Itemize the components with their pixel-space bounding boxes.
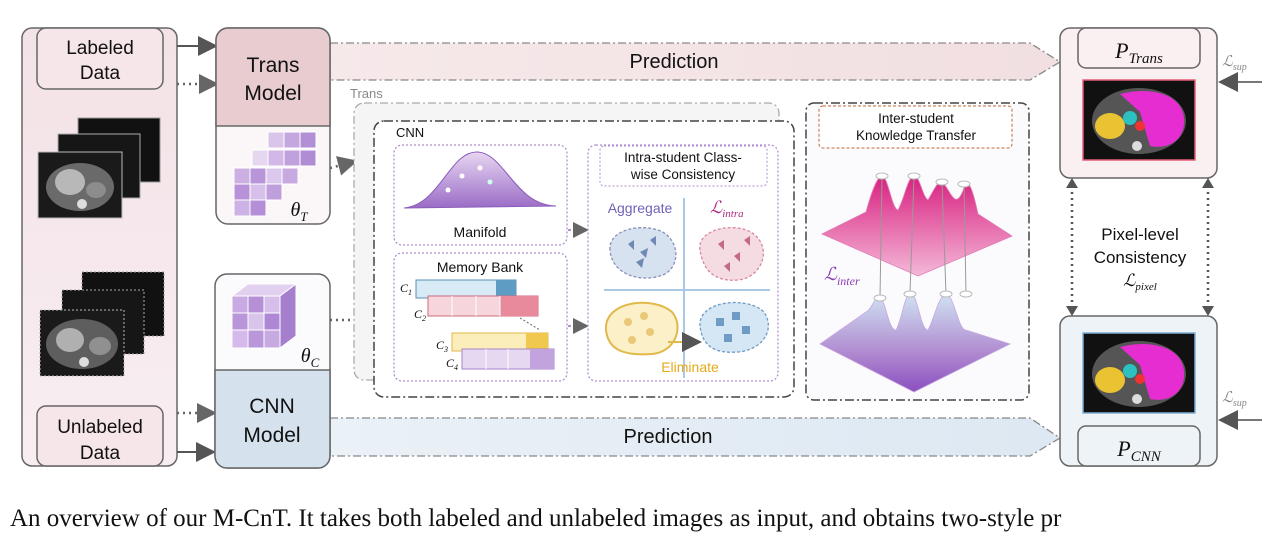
output-trans-panel: PTrans — [1059, 27, 1218, 179]
inter-title-2: Knowledge Transfer — [856, 128, 977, 143]
aggregate-label: Aggregate — [608, 200, 673, 216]
pixel-label-2: Consistency — [1094, 248, 1187, 267]
pixel-label-1: Pixel-level — [1101, 225, 1178, 244]
cnn-model: CNN Model θC — [214, 273, 331, 469]
prediction-arrow-bottom: Prediction — [329, 417, 1062, 457]
l-sup-label-bottom: ℒsup — [1222, 390, 1247, 409]
trans-prediction-image — [1082, 79, 1196, 161]
pixel-consistency: Pixel-level Consistency ℒpixel — [1066, 178, 1214, 316]
inter-title-1: Inter-student — [878, 111, 954, 126]
trans-group-label: Trans — [350, 86, 383, 101]
prediction-label-top: Prediction — [630, 51, 719, 73]
unlabeled-ct-images — [39, 271, 165, 377]
unlabeled-data-label-2: Data — [80, 443, 121, 464]
theta-t-label: θT — [290, 199, 308, 224]
labeled-data-label-1: Labeled — [66, 38, 134, 59]
memory-bank-label: Memory Bank — [437, 259, 524, 275]
p-trans-label: PTrans — [1114, 38, 1163, 67]
output-cnn-panel: PCNN — [1059, 315, 1218, 467]
trans-model: Trans Model θT — [215, 27, 331, 225]
cnn-group-label: CNN — [396, 125, 424, 140]
cnn-model-label-1: CNN — [249, 395, 295, 418]
intra-title-1: Intra-student Class- — [624, 150, 742, 165]
p-cnn-label: PCNN — [1116, 436, 1161, 465]
unlabeled-data-label-1: Unlabeled — [57, 417, 143, 438]
sup-arrow-top: ℒsup — [1218, 54, 1262, 92]
memory-bank-box: Memory Bank C1 C2 C3 C4 — [393, 252, 568, 382]
intra-title-2: wise Consistency — [630, 167, 736, 182]
figure-caption: An overview of our M-CnT. It takes both … — [10, 505, 1062, 532]
l-intra-label: ℒintra — [710, 198, 744, 220]
cnn-model-label-2: Model — [243, 424, 300, 447]
architecture-diagram: Labeled Data Unlabeled Data — [21, 27, 1262, 469]
labeled-data-label-2: Data — [80, 63, 121, 84]
trans-model-label-2: Model — [244, 82, 301, 105]
c2-label: C2 — [414, 307, 426, 323]
c3-label: C3 — [436, 338, 448, 354]
eliminate-label: Eliminate — [661, 359, 719, 375]
memory-bank-queues — [415, 279, 555, 370]
cnn-parameter-cube — [230, 283, 298, 349]
labeled-data-box — [36, 27, 164, 90]
intra-student-box: Intra-student Class- wise Consistency Ag… — [587, 144, 779, 382]
input-arrows — [177, 36, 219, 462]
manifold-box: Manifold — [393, 144, 568, 246]
l-inter-label: ℒinter — [824, 264, 860, 288]
trans-model-label-1: Trans — [247, 54, 300, 77]
manifold-label: Manifold — [454, 224, 507, 240]
trans-parameter-blocks — [233, 131, 317, 217]
prediction-label-bottom: Prediction — [624, 426, 713, 448]
c4-label: C4 — [446, 356, 458, 372]
input-panel: Labeled Data Unlabeled Data — [21, 27, 178, 467]
sup-arrow-bottom: ℒsup — [1218, 390, 1262, 430]
cnn-prediction-image — [1082, 332, 1196, 414]
theta-c-label: θC — [301, 345, 320, 370]
inter-student-box: Inter-student Knowledge Transfer ℒinter — [805, 102, 1030, 401]
l-sup-label-top: ℒsup — [1222, 54, 1247, 73]
trans-to-module-arrow — [329, 156, 358, 176]
labeled-ct-images — [37, 117, 161, 219]
c1-label: C1 — [400, 281, 412, 297]
prediction-arrow-top: Prediction — [329, 42, 1062, 81]
unlabeled-data-box — [36, 405, 164, 467]
l-pixel-label: ℒpixel — [1123, 271, 1157, 293]
